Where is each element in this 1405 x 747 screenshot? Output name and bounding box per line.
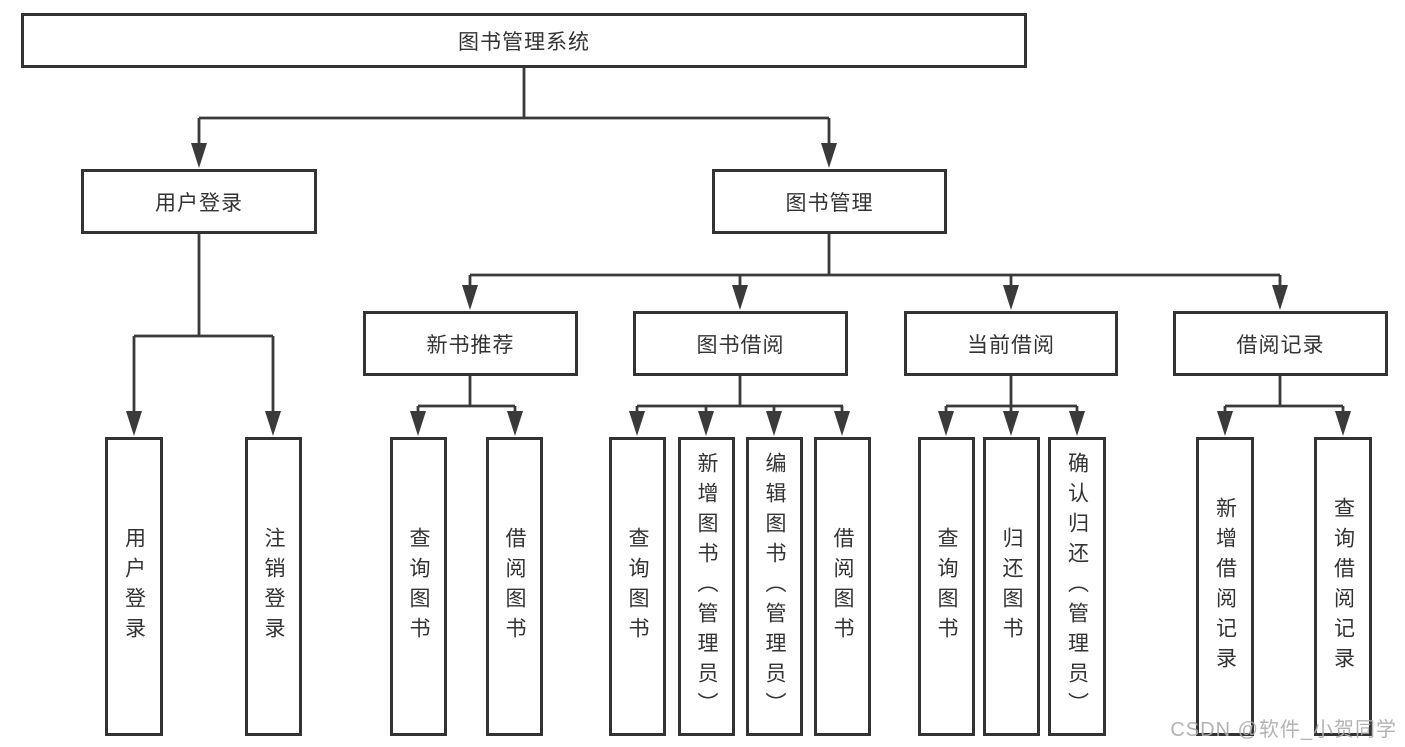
leaf-add-book-admin: 新增图书（管理员） <box>678 437 735 736</box>
leaf-logout: 注销登录 <box>245 437 302 736</box>
leaf-query-borrow-record: 查询借阅记录 <box>1314 437 1372 736</box>
leaf-query-book-borrow: 查询图书 <box>609 437 666 736</box>
leaf-edit-book-admin: 编辑图书（管理员） <box>746 437 803 736</box>
connector-root-to-level2 <box>191 68 837 168</box>
leaf-confirm-return-admin: 确认归还（管理员） <box>1048 437 1106 736</box>
node-book-management: 图书管理 <box>712 169 947 234</box>
leaf-query-book-current: 查询图书 <box>918 437 975 736</box>
connector-user-login-to-leaves <box>126 234 281 436</box>
leaf-borrow-book-recommend: 借阅图书 <box>486 437 543 736</box>
connector-book-management-to-level3 <box>462 234 1288 310</box>
node-new-book-recommend: 新书推荐 <box>363 311 578 376</box>
node-user-login: 用户登录 <box>81 169 317 234</box>
connector-book-borrow-to-leaves <box>629 375 850 436</box>
leaf-add-borrow-record: 新增借阅记录 <box>1196 437 1254 736</box>
node-borrow-record: 借阅记录 <box>1173 311 1388 376</box>
leaf-return-book: 归还图书 <box>983 437 1040 736</box>
node-root: 图书管理系统 <box>21 13 1027 68</box>
csdn-watermark: CSDN @软件_小贺同学 <box>1170 719 1397 741</box>
connector-new-book-to-leaves <box>410 375 523 436</box>
leaf-borrow-book: 借阅图书 <box>814 437 871 736</box>
connector-current-borrow-to-leaves <box>938 375 1085 436</box>
node-book-borrow: 图书借阅 <box>633 311 848 376</box>
connector-borrow-record-to-leaves <box>1217 375 1351 436</box>
leaf-query-book-recommend: 查询图书 <box>390 437 447 736</box>
leaf-user-login: 用户登录 <box>105 437 163 736</box>
node-current-borrow: 当前借阅 <box>904 311 1118 376</box>
